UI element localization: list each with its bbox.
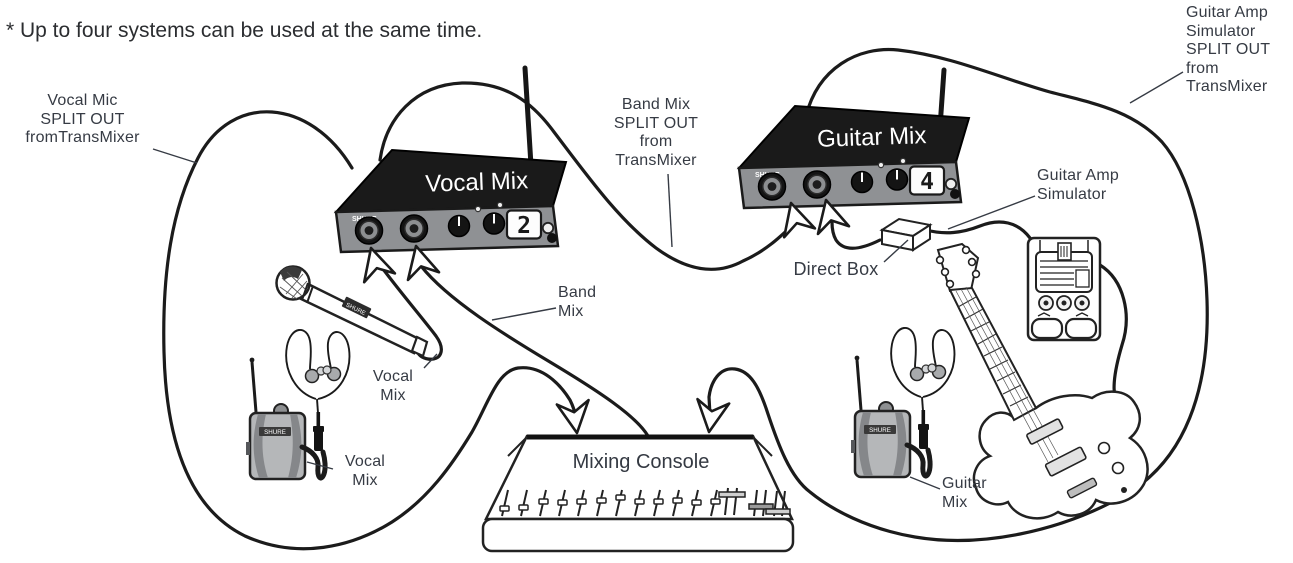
antenna-mount <box>547 233 557 243</box>
pointer-band-mix <box>491 307 557 321</box>
label-direct-box: Direct Box <box>793 259 879 279</box>
channel-button <box>541 221 555 235</box>
bodypack-antenna <box>250 361 258 413</box>
cable-direct-box-out <box>924 220 1032 240</box>
level-knob <box>447 214 471 238</box>
mic-butt <box>410 335 429 358</box>
guitar-mix-title: Guitar Mix <box>817 122 927 153</box>
guitar-headstock <box>936 242 980 293</box>
label-band-mix-split-out: Band Mix SPLIT OUT from TransMixer <box>613 96 699 169</box>
label-guitar-amp-split-out: Guitar Amp Simulator SPLIT OUT from Tran… <box>1186 4 1271 96</box>
guitar-knob <box>1097 441 1111 455</box>
label-guitar-amp-simulator: Guitar Amp Simulator <box>1037 167 1120 203</box>
pointer-guitar-amp-sim <box>947 195 1036 230</box>
guitar-bridge <box>1066 477 1098 499</box>
note-text: * Up to four systems can be used at the … <box>6 19 483 42</box>
pointer-vocal-mix-cable <box>423 353 438 369</box>
cable-vocal-mic-split-out <box>162 110 578 551</box>
guitar-frets <box>957 296 1029 407</box>
guitar-body <box>972 390 1149 520</box>
pointer-band-mix-split <box>667 173 673 248</box>
label-band-mix: Band Mix <box>558 284 597 320</box>
vocal-mix-title: Vocal Mix <box>425 167 529 198</box>
bodypack-cable <box>299 444 328 481</box>
pedal-knobs <box>1038 295 1090 311</box>
label-guitar-mix-bodypack: Guitar Mix <box>942 475 987 511</box>
label-vocal-mic-split-out: Vocal Mic SPLIT OUT fromTransMixer <box>25 92 140 147</box>
guitar-tuners <box>935 245 981 289</box>
electric-guitar <box>935 242 1149 520</box>
pointer-guitar-mix-pack <box>909 476 941 490</box>
pedal-footswitch <box>1030 317 1064 340</box>
pointer-vocal-mix-pack <box>306 461 334 470</box>
console-fader-knobs <box>499 494 721 512</box>
arrow-into-vocal-jack1 <box>362 246 397 284</box>
input-jack <box>354 216 384 245</box>
label-vocal-mix-bodypack: Vocal Mix <box>344 453 386 489</box>
earbud <box>304 368 320 384</box>
bodypack-brand-text: SHURE <box>264 429 286 436</box>
arrow-into-guitar-jack1 <box>782 201 817 239</box>
vocal-mix-transmixer: SHURE <box>333 148 568 254</box>
pointer-direct-box <box>883 239 909 263</box>
arrow-into-console-left <box>555 398 590 435</box>
pedal-footswitch <box>1064 317 1098 340</box>
mixing-console <box>481 434 795 553</box>
guitar-mix-display-digit: 4 <box>920 169 934 195</box>
cable-direct-box-in <box>830 220 882 250</box>
pointer-lines <box>152 71 1184 490</box>
arrow-into-console-right <box>696 397 731 434</box>
vocal-bodypack-rig: SHURE <box>246 329 351 481</box>
console-master-faders <box>718 487 791 517</box>
guitar-bodypack-rig <box>851 328 954 477</box>
label-mixing-console: Mixing Console <box>572 451 710 473</box>
arrow-into-vocal-jack2 <box>406 244 441 282</box>
pointer-vocal-mic-split <box>152 148 198 164</box>
guitar-pickup <box>1044 446 1087 477</box>
guitar-mix-transmixer <box>737 104 971 210</box>
guitar-amp-simulator-pedal <box>1026 236 1102 342</box>
guitar-neck <box>948 286 1038 422</box>
bodypack-brand-band <box>259 427 291 436</box>
label-vocal-mix-cable: Vocal Mix <box>372 368 414 404</box>
input-jack <box>399 214 429 243</box>
handheld-mic: SHURE <box>275 265 429 358</box>
guitar-pickup <box>1026 418 1064 445</box>
cable-band-mix-split-out <box>378 81 799 271</box>
mic-grille-hatch <box>279 271 308 300</box>
earbud-wires <box>285 329 351 414</box>
guitar-jack <box>1121 487 1127 493</box>
vocal-mix-display-digit: 2 <box>517 213 531 239</box>
monitor-plug <box>314 428 323 451</box>
cables <box>162 47 1209 551</box>
cable-band-mix <box>419 264 650 438</box>
level-knob <box>482 212 506 235</box>
direct-box <box>879 217 933 252</box>
channel-display <box>505 209 543 240</box>
pointer-guitar-amp-split <box>1129 71 1184 104</box>
led-indicator <box>496 201 504 209</box>
flow-arrows <box>362 198 851 435</box>
led-indicator <box>474 205 482 213</box>
cable-guitar-amp-split-out <box>707 47 1209 543</box>
pedal-grille <box>1040 260 1088 286</box>
arrow-into-guitar-jack2 <box>816 198 851 236</box>
guitar-knob <box>1111 461 1125 475</box>
